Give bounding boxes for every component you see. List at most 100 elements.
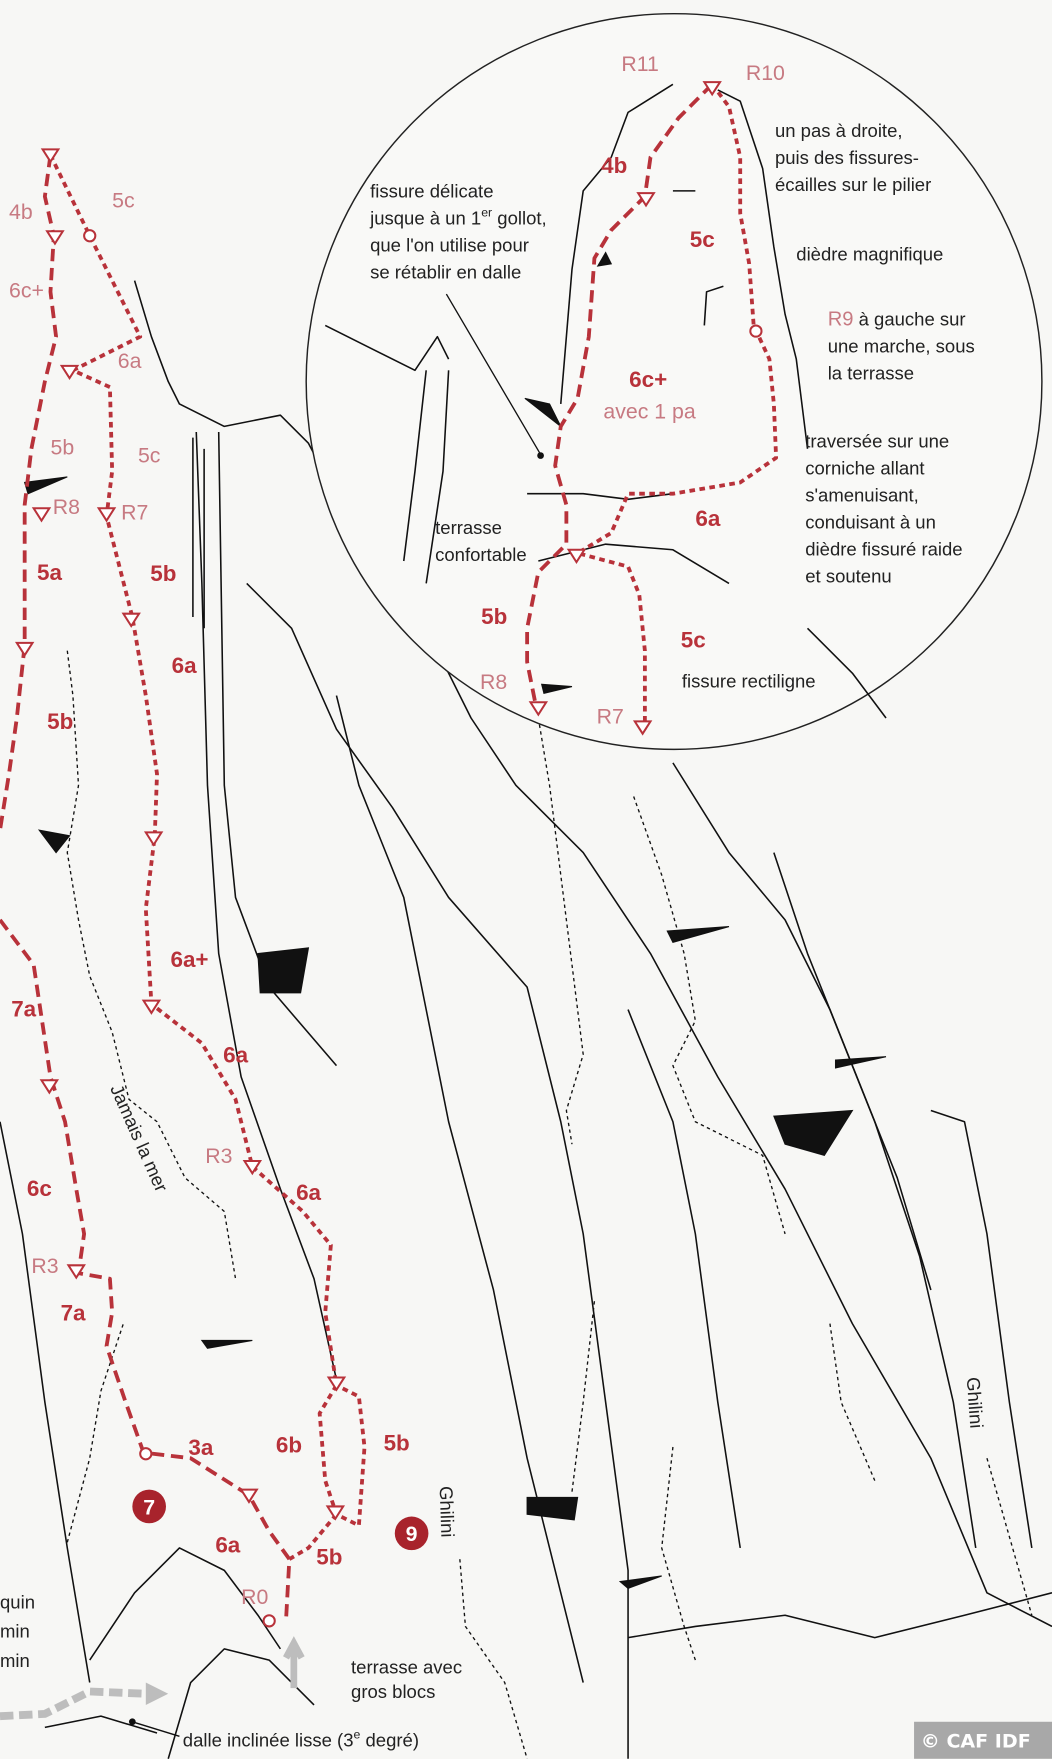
route-badge-7: 7 [132,1489,166,1524]
cropped-text-left: quin min min [0,1591,35,1670]
route-badge-9: 9 [394,1516,429,1551]
inset-grade-labels: R11 R10 4b 5c 6c+ avec 1 pa 6a 5b 5c R8 … [480,52,785,729]
text-fragment: quin [0,1591,35,1612]
inset-notes: fissure délicate jusque à un 1er gollot,… [369,120,975,692]
note-text: fissure délicate [370,181,493,202]
belay [326,1376,347,1392]
up-arrow-icon [283,1636,305,1689]
note-text: écailles sur le pilier [775,174,931,195]
grade-label: 5b [47,709,73,734]
belay [14,641,35,658]
grade-label: 6a [172,653,197,678]
belay [121,612,141,628]
grade-label: 7a [61,1300,86,1325]
inset-routes [525,81,779,736]
note-text: e [354,1728,361,1742]
note-text: dalle inclinée lisse (3 [183,1729,354,1750]
route-name-ghilini: Ghilini [963,1376,988,1429]
grade-label: 6a [296,1180,321,1205]
note-text: confortable [435,544,527,565]
note-text: un pas à droite, [775,120,903,141]
inset-circle [305,12,1043,751]
note-text: la terrasse [828,362,914,383]
belay-r10 [702,81,722,97]
grade-label: 5c [690,227,715,252]
grade-label: 5b [50,435,74,459]
note-text: que l'on utilise pour [370,234,529,255]
belay-label-r9: R9 [828,308,854,330]
belay-r3-left [66,1264,86,1280]
note-text: gollot, [492,208,547,229]
belay-label-r8: R8 [53,495,80,519]
belay-r8-inset [528,701,549,717]
belay-terrasse [566,548,587,564]
approach-arrow [0,1687,146,1721]
approach-paths [66,650,1033,1759]
note-dalle: dalle inclinée lisse (3e degré) [183,1728,419,1751]
belay [139,1447,153,1461]
grade-label: 5c [112,189,135,213]
belay-label-r10: R10 [746,61,785,85]
grade-label: 7a [11,996,36,1021]
note-text: dièdre magnifique [796,243,943,264]
belay-summit [40,148,61,164]
route-name-jamais-la-mer: Jamais la mer [106,1081,172,1195]
belay [239,1488,259,1504]
note-terrasse-blocs: terrasse avec [351,1657,462,1678]
inset-rock-outlines [324,83,887,719]
grade-label: 6a [695,506,720,531]
rock-outlines [0,280,1052,1759]
belay-label-r3: R3 [31,1254,58,1278]
copyright-badge: © CAF IDF [914,1721,1052,1759]
belay [143,831,164,847]
grade-label: 5b [384,1430,410,1455]
belay [59,364,80,381]
grade-label: 6a [118,349,142,373]
badge-number: 7 [143,1495,155,1519]
belay-r8 [31,507,52,523]
grade-label: 6a [215,1532,240,1557]
note-text: terrasse [435,517,502,538]
grade-label: 5b [481,604,507,629]
badge-number: 9 [406,1522,418,1546]
note-text: corniche allant [805,458,924,479]
grade-label: 5b [150,561,176,586]
grade-label: 4b [601,153,627,178]
grade-note: avec 1 pa [603,400,696,424]
grade-label: 5c [681,627,706,652]
grade-label: 6c [27,1176,52,1201]
note-text: degré) [360,1729,419,1750]
grade-label: 6a [223,1042,248,1067]
grade-label: 4b [9,200,33,224]
note-text: se rétablir en dalle [370,261,521,282]
note-text: jusque à un 1 [369,208,481,229]
belay [39,1079,60,1095]
belay-label-r7: R7 [121,500,148,524]
note-text: à gauche sur [853,308,965,329]
note-text: er [481,206,492,220]
grade-label: 6b [276,1433,302,1458]
note-text: traversée sur une [805,431,949,452]
text-fragment: min [0,1621,30,1642]
grade-label: 5a [37,560,62,585]
belay [141,999,162,1015]
belay [325,1505,346,1521]
copyright-text: © CAF IDF [921,1731,1031,1753]
belay-label-r8: R8 [480,670,507,694]
note-text: conduisant à un [805,511,936,532]
belay [83,229,97,243]
belay-r3-right [242,1159,263,1176]
belay-inset [636,192,656,208]
grade-label: 6c+ [629,367,667,392]
note-text: une marche, sous [828,335,975,356]
main-routes [0,148,367,1628]
belay-label-r11: R11 [621,52,659,76]
grade-label: 5b [316,1545,342,1570]
grade-label: 3a [188,1435,213,1460]
belay-label-r7: R7 [597,705,624,729]
note-text: jusque à un 1er gollot, [369,206,547,229]
text-fragment: min [0,1650,30,1671]
grade-label: 5c [138,443,161,467]
note-terrasse-blocs: gros blocs [351,1681,435,1702]
